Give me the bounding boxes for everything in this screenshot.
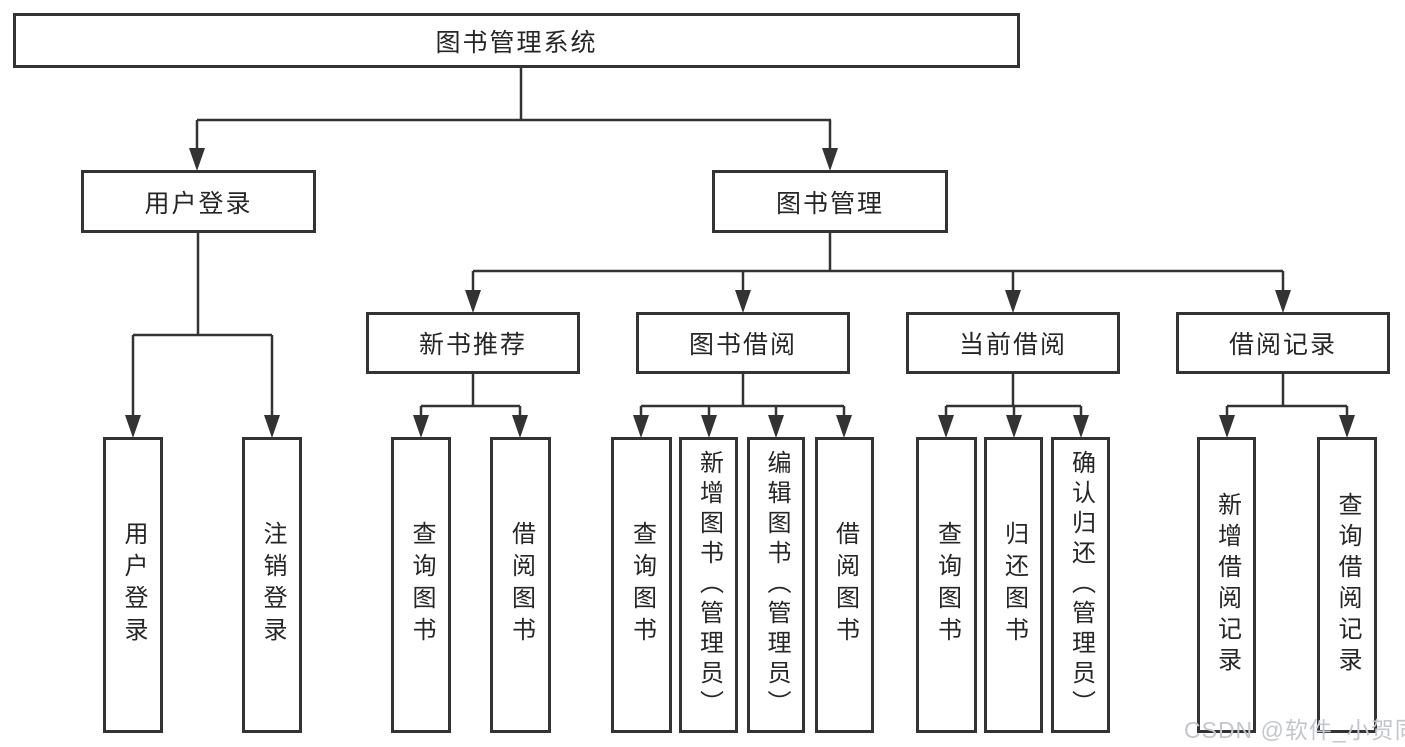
leaf-borrow-edit-books-admin-label: 编辑图书（管理员） [763,450,790,720]
leaf-user-login: 用户登录 [103,437,163,733]
connector-record-to-leaves [1219,374,1355,438]
leaf-current-query-books: 查询图书 [916,437,977,733]
leaf-logout-label: 注销登录 [259,521,286,649]
leaf-borrow-borrow-books: 借阅图书 [815,437,874,733]
node-book-borrow-label: 图书借阅 [688,331,797,359]
node-new-book-recommend: 新书推荐 [366,312,580,374]
csdn-watermark: CSDN @软件_小贺同学 [1184,717,1405,743]
leaf-logout: 注销登录 [242,437,302,733]
node-borrow-records-label: 借阅记录 [1228,331,1337,359]
leaf-current-confirm-return-admin-label: 确认归还（管理员） [1067,450,1095,720]
connector-recommend-to-leaves [413,374,528,438]
leaf-borrow-add-books-admin: 新增图书（管理员） [679,437,738,733]
leaf-borrow-edit-books-admin: 编辑图书（管理员） [747,437,805,733]
leaf-record-query-borrow-record: 查询借阅记录 [1317,437,1377,733]
node-current-borrow-label: 当前借阅 [958,331,1067,359]
leaf-current-query-books-label: 查询图书 [933,521,961,649]
leaf-recommend-query-books: 查询图书 [391,437,451,733]
leaf-borrow-add-books-admin-label: 新增图书（管理员） [695,450,723,720]
leaf-record-add-borrow-record: 新增借阅记录 [1197,437,1256,733]
node-new-book-recommend-label: 新书推荐 [418,331,527,359]
leaf-record-add-borrow-record-label: 新增借阅记录 [1213,492,1241,678]
node-root: 图书管理系统 [13,13,1020,68]
leaf-borrow-query-books-label: 查询图书 [628,521,656,649]
leaf-record-query-borrow-record-label: 查询借阅记录 [1334,492,1361,678]
node-borrow-records: 借阅记录 [1176,312,1390,374]
node-book-management: 图书管理 [712,170,948,233]
connector-login-to-leaves [125,233,280,438]
leaf-current-return-books-label: 归还图书 [1000,521,1028,649]
leaf-current-confirm-return-admin: 确认归还（管理员） [1051,437,1110,733]
leaf-recommend-query-books-label: 查询图书 [408,521,435,649]
connector-borrow-to-leaves [633,374,852,438]
node-user-login: 用户登录 [81,170,316,233]
leaf-current-return-books: 归还图书 [984,437,1043,733]
connector-book-management-to-level3 [465,233,1291,313]
leaf-borrow-borrow-books-label: 借阅图书 [831,521,859,649]
node-book-management-label: 图书管理 [775,189,884,218]
node-root-label: 图书管理系统 [435,28,598,57]
node-book-borrow: 图书借阅 [636,312,850,374]
connector-root-to-level2 [189,68,838,171]
leaf-borrow-query-books: 查询图书 [611,437,672,733]
leaf-user-login-label: 用户登录 [120,521,147,649]
node-current-borrow: 当前借阅 [906,312,1120,374]
connector-current-to-leaves [938,374,1089,438]
node-user-login-label: 用户登录 [144,189,253,218]
leaf-recommend-borrow-books: 借阅图书 [490,437,551,733]
leaf-recommend-borrow-books-label: 借阅图书 [507,521,535,649]
